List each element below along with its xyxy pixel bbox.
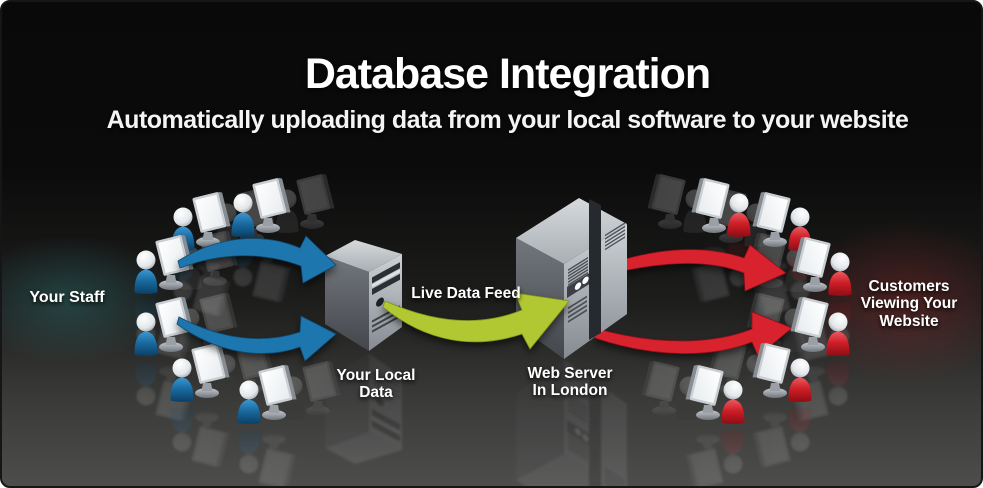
customers-label-line3: Website [879,312,939,330]
web-server-back-panel [605,222,625,251]
customers-label-line1: Customers [868,278,950,295]
live-data-feed-label: Live Data Feed [411,285,521,302]
customers-label-line2: Viewing Your [860,295,958,313]
customers-label: Customers Viewing Your Website [845,278,973,330]
web-server-front-panel [567,256,589,323]
web-server-label-line1: Web Server [527,365,613,382]
local-server-label-line2: Data [359,384,393,402]
web-server-label: Web Server In London [508,365,632,400]
web-server-label-line2: In London [532,382,608,400]
page-title: Database Integration [304,50,711,98]
staff-glow [2,236,173,364]
local-server-label-line1: Your Local [336,367,416,384]
local-server-icon [325,240,402,351]
web-delivery-arrow-top [596,244,787,292]
staff-label: Your Staff [29,289,105,306]
web-delivery-arrow-bottom [594,311,793,357]
staff-upload-arrow-top [177,235,337,284]
staff-upload-arrow-bottom [176,315,337,362]
page-subtitle: Automatically uploading data from your l… [106,106,909,134]
local-server-label: Your Local Data [314,367,438,402]
live-data-feed-arrow [382,292,570,350]
